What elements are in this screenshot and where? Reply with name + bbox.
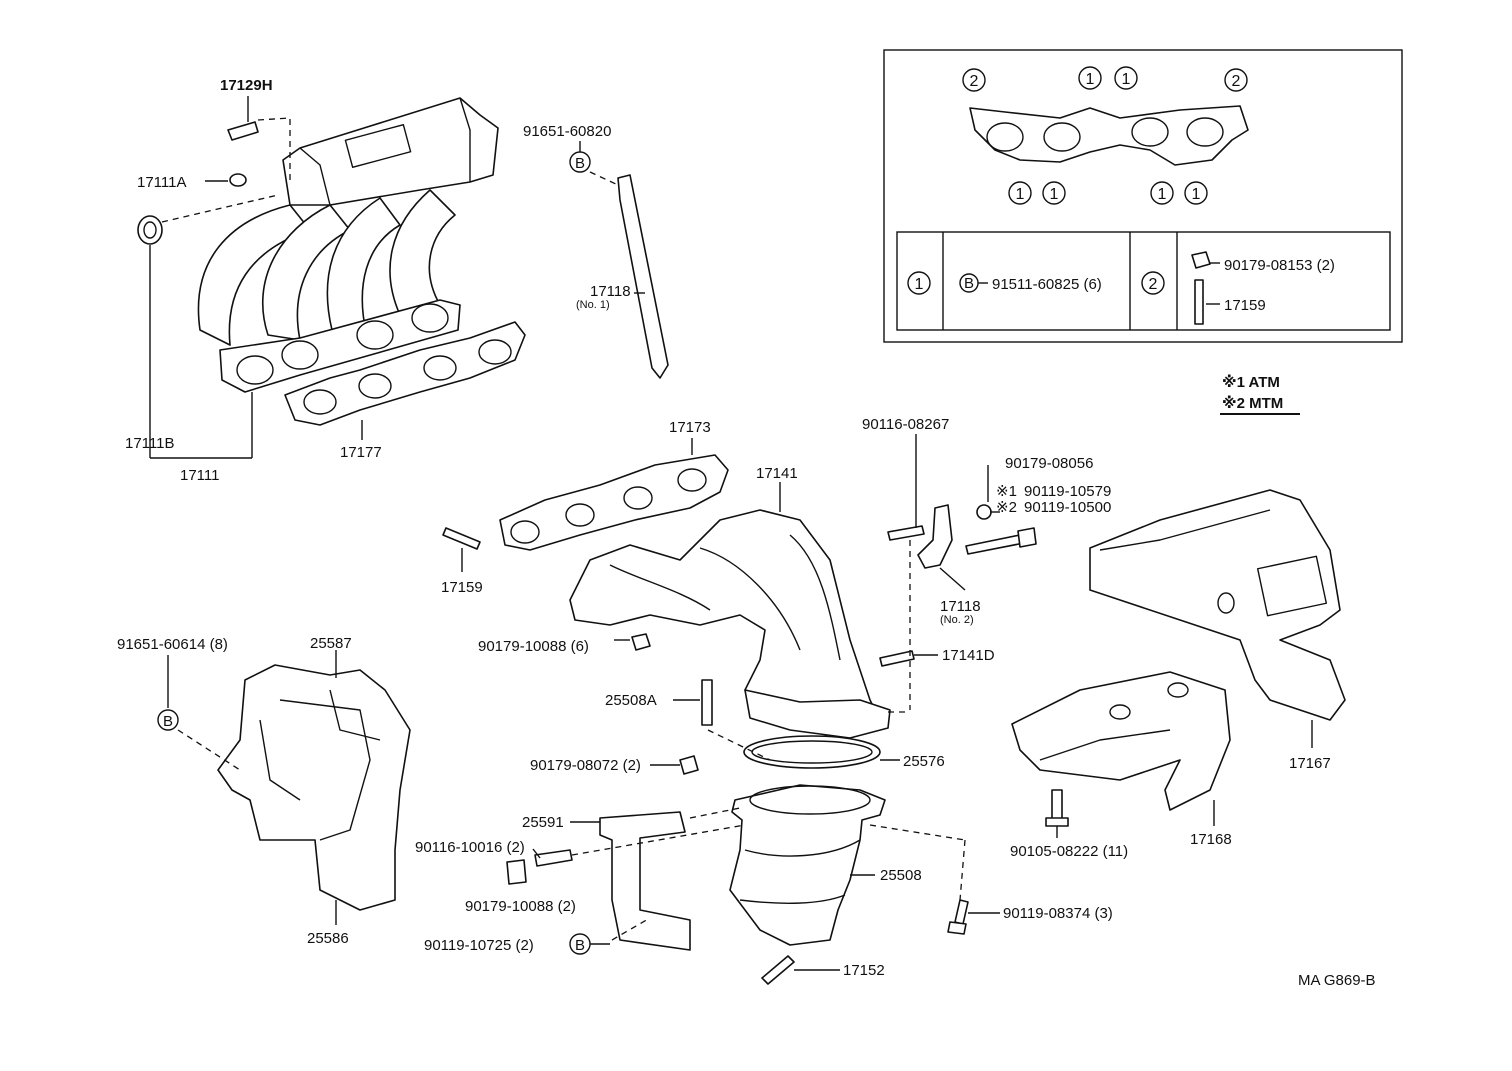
converter-25508-drawing <box>729 784 886 946</box>
heat-insulator-25586-drawing <box>217 664 411 911</box>
stud-25508a-drawing <box>701 679 713 726</box>
marker-one-d: 1 <box>1050 186 1059 203</box>
label-25586: 25586 <box>307 930 349 947</box>
label-17177: 17177 <box>340 444 382 461</box>
inset-table: 1 B 91511-60825 (6) 2 90179-08153 (2) 17… <box>907 251 1335 325</box>
marker-one-b: 1 <box>1122 71 1131 88</box>
stay-no2-drawing <box>917 504 953 569</box>
stud-icon <box>1194 279 1204 325</box>
nut-icon <box>1191 251 1211 269</box>
stay-no1-drawing <box>617 174 669 379</box>
heat-insulator-17167-drawing <box>1089 489 1346 721</box>
label-17118-no1-sub: (No. 1) <box>576 299 610 311</box>
legend-atm: ※1 ATM <box>1222 373 1280 391</box>
label-25508: 25508 <box>880 867 922 884</box>
inset-table-border <box>896 231 1391 331</box>
inset-gasket-drawing <box>969 105 1249 166</box>
marker-two-b: 2 <box>1232 73 1241 90</box>
label-25587: 25587 <box>310 635 352 652</box>
stud-17152-drawing <box>761 955 795 985</box>
label-asterisk-two: ※2 <box>996 499 1017 516</box>
nut-90179-10088-drawing <box>631 633 651 651</box>
table-row-one-part: 91511-60825 (6) <box>992 276 1102 293</box>
label-17141: 17141 <box>756 465 798 482</box>
label-90116-08267: 90116-08267 <box>862 416 949 433</box>
label-91651-60614-8: 91651-60614 (8) <box>117 636 228 653</box>
inset-box-border <box>883 49 1403 343</box>
label-17111a: 17111A <box>137 174 187 191</box>
marker-one-e: 1 <box>1158 186 1167 203</box>
stud-17159-drawing <box>442 527 481 550</box>
label-asterisk-one: ※1 <box>996 483 1017 500</box>
marker-b-bracket: B <box>575 937 585 954</box>
label-90179-10088-6: 90179-10088 (6) <box>478 638 589 655</box>
diagram-code: MA G869-B <box>1298 972 1376 989</box>
label-25591: 25591 <box>522 814 564 831</box>
nut-90179-08072-drawing <box>679 755 699 775</box>
label-90119-10579: 90119-10579 <box>1024 483 1111 500</box>
label-90179-08072-2: 90179-08072 (2) <box>530 757 641 774</box>
heat-insulator-17168-drawing <box>1011 671 1231 811</box>
nut-90179-08056-drawing <box>976 504 992 520</box>
marker-one-f: 1 <box>1192 186 1201 203</box>
stud-17141d-drawing <box>879 650 915 667</box>
exhaust-gasket-17173-drawing <box>499 454 729 551</box>
intake-gasket-drawing <box>284 321 526 426</box>
leader-lines <box>149 96 1313 971</box>
label-17173: 17173 <box>669 419 711 436</box>
label-17167: 17167 <box>1289 755 1331 772</box>
label-90119-08374-3: 90119-08374 (3) <box>1003 905 1113 922</box>
label-90116-10016-2: 90116-10016 (2) <box>415 839 525 856</box>
table-row-two-marker: 2 <box>1149 276 1158 293</box>
marker-b-stay: B <box>575 155 585 172</box>
table-row-two-part-a: 90179-08153 (2) <box>1224 257 1335 274</box>
stud-90116-08267-drawing <box>887 525 925 541</box>
nut-90179-10088-2-drawing <box>506 859 527 885</box>
gasket-25576-drawing <box>743 735 881 769</box>
label-90179-10088-2: 90179-10088 (2) <box>465 898 576 915</box>
label-25576: 25576 <box>903 753 945 770</box>
exhaust-manifold-17141-drawing <box>569 509 891 739</box>
label-17111b: 17111B <box>125 435 175 452</box>
marker-two-a: 2 <box>970 73 979 90</box>
label-90119-10725-2: 90119-10725 (2) <box>424 937 534 954</box>
part-labels: 17129H 17111A 17111B 17111 17177 91651-6… <box>117 77 1376 989</box>
table-row-two-part-b: 17159 <box>1224 297 1266 314</box>
bolt-90119-08374-drawing <box>954 899 969 925</box>
legend: ※1 ATM ※2 MTM <box>1220 373 1300 415</box>
table-b-marker: B <box>964 275 974 292</box>
stud-90116-10016-drawing <box>534 849 573 867</box>
marker-b-insulator: B <box>163 713 173 730</box>
label-17159: 17159 <box>441 579 483 596</box>
label-17118-no2: 17118 <box>940 598 981 615</box>
label-17118-no1: 17118 <box>590 283 631 300</box>
marker-one-c: 1 <box>1016 186 1025 203</box>
marker-one-a: 1 <box>1086 71 1095 88</box>
label-90105-08222-11: 90105-08222 (11) <box>1010 843 1128 860</box>
label-17152: 17152 <box>843 962 885 979</box>
label-25508a: 25508A <box>605 692 657 709</box>
intake-manifold-drawing <box>137 97 499 393</box>
label-91651-60820: 91651-60820 <box>523 123 611 140</box>
legend-mtm: ※2 MTM <box>1222 394 1283 412</box>
bolt-90119-drawing <box>965 534 1025 555</box>
label-90179-08056: 90179-08056 <box>1005 455 1093 472</box>
label-17168: 17168 <box>1190 831 1232 848</box>
inset-circle-markers: 2 1 1 2 1 1 1 1 <box>962 66 1248 205</box>
label-90119-10500: 90119-10500 <box>1024 499 1111 516</box>
table-row-one-marker: 1 <box>915 276 924 293</box>
bracket-25591-drawing <box>599 811 691 951</box>
b-markers: B B B <box>157 151 591 955</box>
label-17111: 17111 <box>180 467 220 484</box>
label-17129h: 17129H <box>220 77 273 94</box>
label-17118-no2-sub: (No. 2) <box>940 614 974 626</box>
label-17141d: 17141D <box>942 647 995 664</box>
